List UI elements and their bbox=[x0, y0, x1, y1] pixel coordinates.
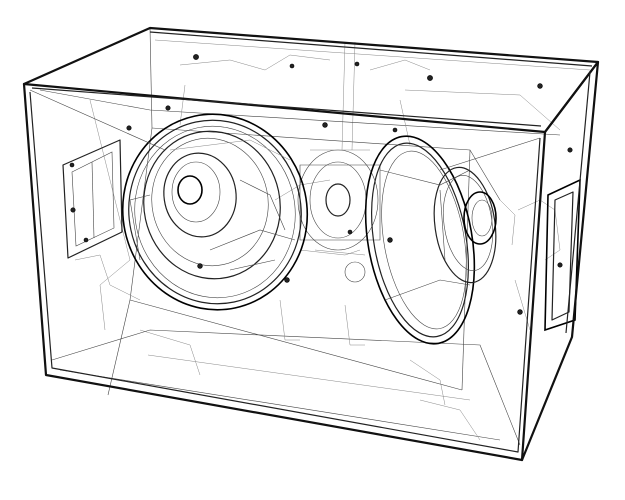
left-handle-panel bbox=[62, 139, 123, 259]
cabinet-outer-edges bbox=[22, 26, 600, 462]
inner-panel-lines bbox=[39, 54, 561, 446]
screw-holes bbox=[69, 54, 573, 315]
rear-woofer bbox=[364, 135, 516, 345]
right-handle-panel bbox=[544, 178, 581, 332]
front-woofer bbox=[121, 113, 309, 311]
cabinet-hidden-edges bbox=[107, 27, 591, 401]
center-hub bbox=[297, 149, 381, 283]
